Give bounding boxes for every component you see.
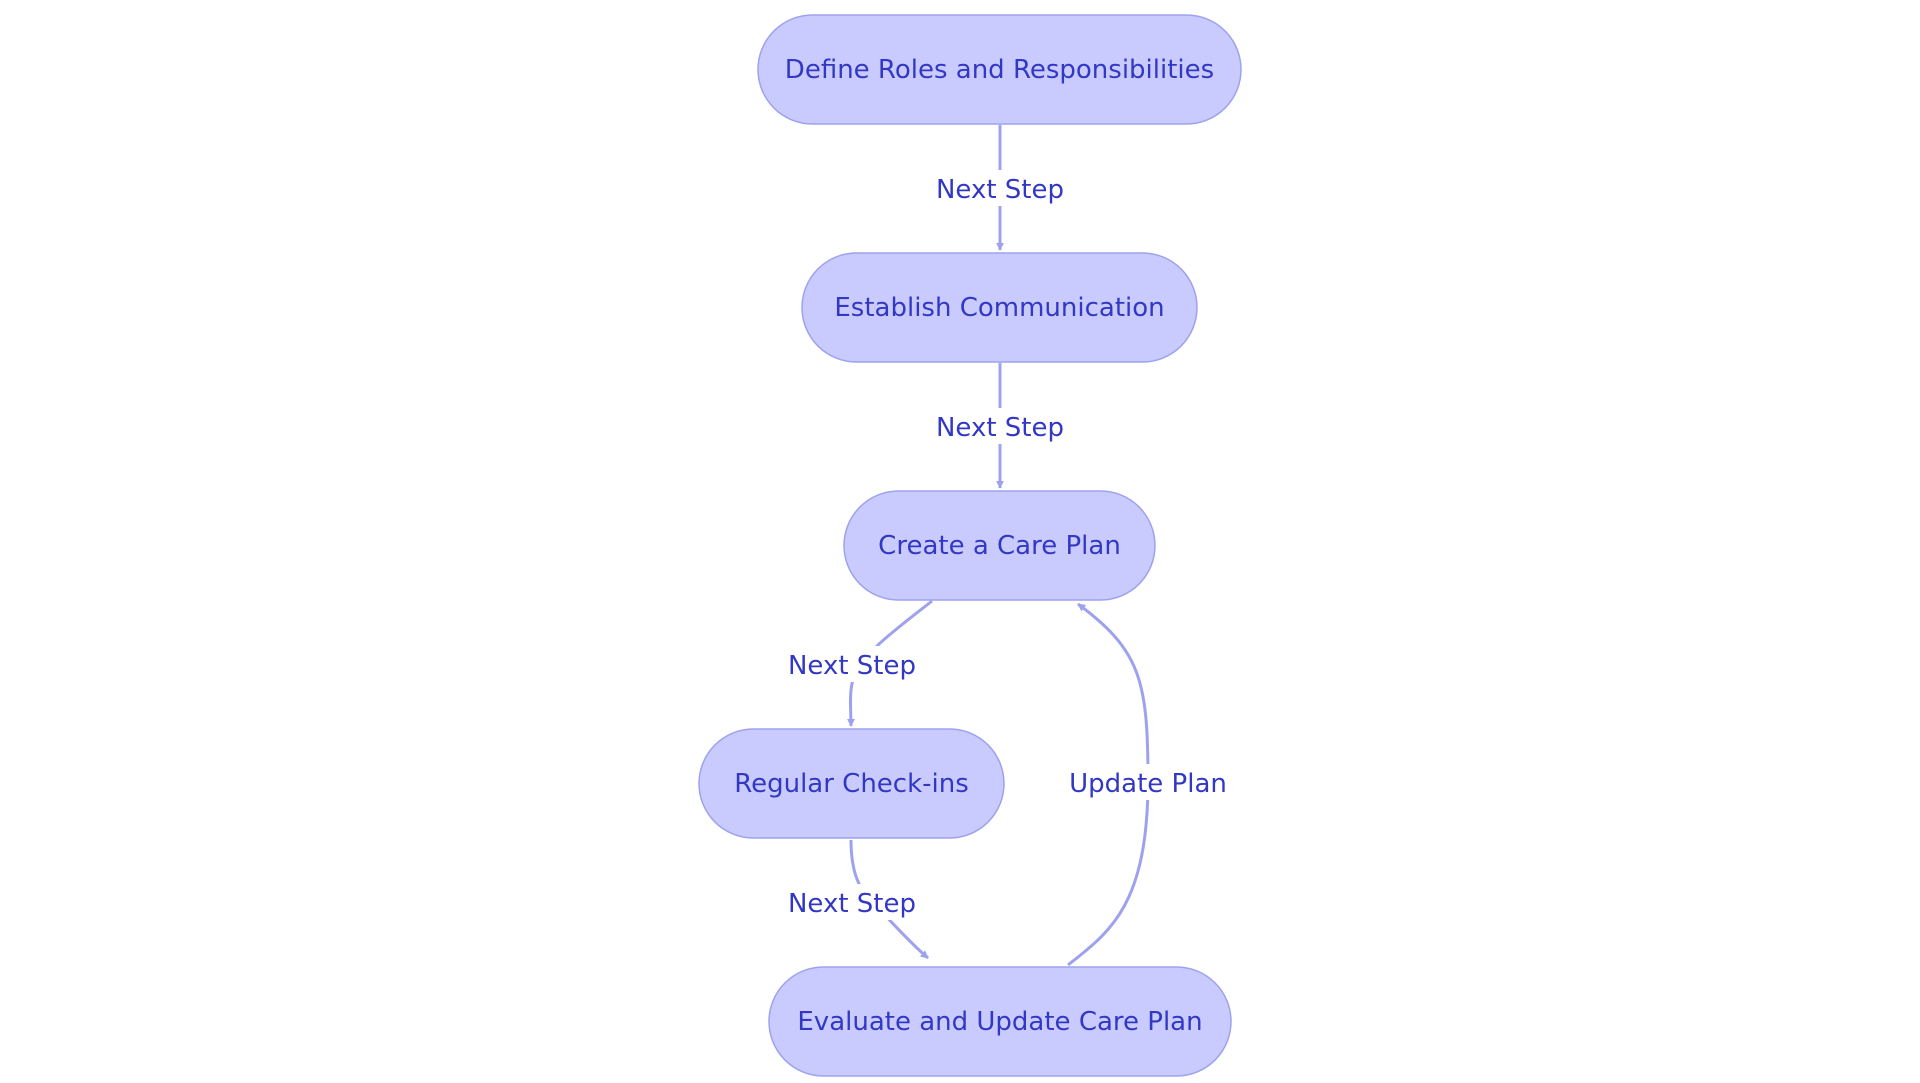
node-establish-communication-label: Establish Communication [834,293,1164,323]
edge-label-4: Next Step [786,884,918,920]
edge-label-3-text: Next Step [788,651,916,681]
node-define-roles: Define Roles and Responsibilities [757,14,1242,125]
edge-label-4-bg [786,884,918,920]
edge-label-3-bg [786,646,918,682]
node-define-roles-label: Define Roles and Responsibilities [785,55,1214,85]
node-evaluate-update: Evaluate and Update Care Plan [768,966,1232,1077]
edge-label-2: Next Step [934,408,1066,444]
node-create-care-plan: Create a Care Plan [843,490,1156,601]
edge-label-5: Update Plan [1068,764,1228,800]
node-evaluate-update-label: Evaluate and Update Care Plan [797,1007,1202,1037]
node-establish-communication-shape [801,252,1198,363]
edge-label-1: Next Step [934,170,1066,206]
node-regular-checkins-label: Regular Check-ins [734,769,969,799]
node-regular-checkins: Regular Check-ins [698,728,1005,839]
node-regular-checkins-shape [698,728,1005,839]
edge-label-5-bg [1068,764,1228,800]
edge-label-1-text: Next Step [936,175,1064,205]
edge-label-3: Next Step [786,646,918,682]
node-create-care-plan-shape [843,490,1156,601]
node-establish-communication: Establish Communication [801,252,1198,363]
edge-labels-layer: Next Step Next Step Next Step Next Step … [786,170,1228,920]
edge-label-2-bg [934,408,1066,444]
node-define-roles-shape [757,14,1242,125]
edge-label-4-text: Next Step [788,889,916,919]
edge-label-1-bg [934,170,1066,206]
edge-label-2-text: Next Step [936,413,1064,443]
node-evaluate-update-shape [768,966,1232,1077]
node-create-care-plan-label: Create a Care Plan [878,531,1121,561]
edge-label-5-text: Update Plan [1069,769,1227,799]
nodes-layer: Define Roles and Responsibilities Establ… [698,14,1242,1077]
